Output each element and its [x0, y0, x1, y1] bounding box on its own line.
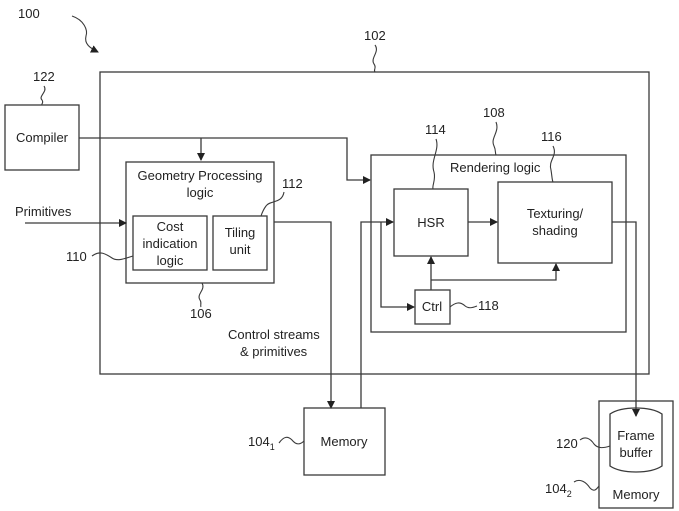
system-ref-leader: [372, 44, 377, 73]
rendering-logic-block: [370, 154, 627, 333]
memory-1-label: Memory: [321, 434, 368, 449]
ctrl-ref-label: 118: [478, 298, 499, 313]
framebuffer-ref-label: 120: [556, 436, 578, 451]
memory-to-hsr-line: [360, 218, 394, 408]
memory-1-ref-label: 1041: [248, 434, 275, 452]
memory-1-ref-subscript: 1: [270, 442, 275, 452]
hsr-ref-label: 114: [425, 122, 446, 137]
geometry-label-line1: Geometry Processing: [138, 168, 263, 183]
memory-2-block: [598, 400, 674, 509]
cost-label-line2: indication: [143, 236, 198, 251]
system-ref-label: 102: [364, 28, 386, 43]
geometry-label-line2: logic: [187, 185, 214, 200]
compiler-label: Compiler: [16, 130, 69, 145]
texturing-ref-leader: [549, 145, 555, 183]
tiling-ref-label: 112: [282, 176, 303, 191]
memory-2-label: Memory: [613, 487, 660, 502]
memory-1-ref-leader: [278, 436, 305, 445]
ctrl-label: Ctrl: [422, 299, 442, 314]
texturing-to-framebuffer-line: [612, 221, 640, 417]
ctrl-ref-leader: [449, 302, 478, 309]
control-streams-label-line1: Control streams: [228, 327, 320, 342]
hsr-label: HSR: [417, 215, 444, 230]
framebuffer-label-line2: buffer: [619, 445, 653, 460]
compiler-to-rendering-line: [79, 137, 371, 184]
compiler-ref-leader: [40, 85, 46, 106]
memory-2-ref-leader: [573, 479, 600, 491]
texturing-label-line1: Texturing/: [527, 206, 584, 221]
memory-2-ref-label: 1042: [545, 481, 572, 499]
cost-ref-label: 110: [66, 249, 87, 264]
tiling-label-line1: Tiling: [225, 225, 256, 240]
control-streams-label-line2: & primitives: [240, 344, 308, 359]
tiling-unit-block: [212, 215, 268, 271]
tiling-to-memory-line: [274, 221, 335, 409]
compiler-ref-label: 122: [33, 69, 55, 84]
tiling-ref-leader: [260, 191, 285, 217]
rendering-label: Rendering logic: [450, 160, 541, 175]
ctrl-to-texturing-line: [431, 263, 560, 281]
memory-1-ref-number: 104: [248, 434, 270, 449]
figure-ref-label: 100: [18, 6, 40, 21]
cost-indication-block: [132, 215, 208, 271]
texturing-label-line2: shading: [532, 223, 578, 238]
memory-2-ref-subscript: 2: [567, 489, 572, 499]
rendering-ref-leader: [492, 121, 498, 156]
hsr-ref-leader: [432, 138, 438, 190]
cost-ref-leader: [91, 252, 134, 261]
cost-label-line1: Cost: [157, 219, 184, 234]
tiling-label-line2: unit: [230, 242, 251, 257]
framebuffer-label-line1: Frame: [617, 428, 655, 443]
geometry-ref-label: 106: [190, 306, 212, 321]
framebuffer-ref-leader: [579, 437, 611, 449]
framebuffer-cylinder: [609, 407, 663, 473]
texturing-ref-label: 116: [541, 129, 562, 144]
figure-ref-arrow: [71, 15, 99, 53]
memory-to-ctrl-line: [380, 222, 415, 311]
rendering-ref-label: 108: [483, 105, 505, 120]
memory-2-ref-number: 104: [545, 481, 567, 496]
geometry-ref-leader: [198, 282, 204, 308]
primitives-label: Primitives: [15, 204, 72, 219]
cost-label-line3: logic: [157, 253, 184, 268]
